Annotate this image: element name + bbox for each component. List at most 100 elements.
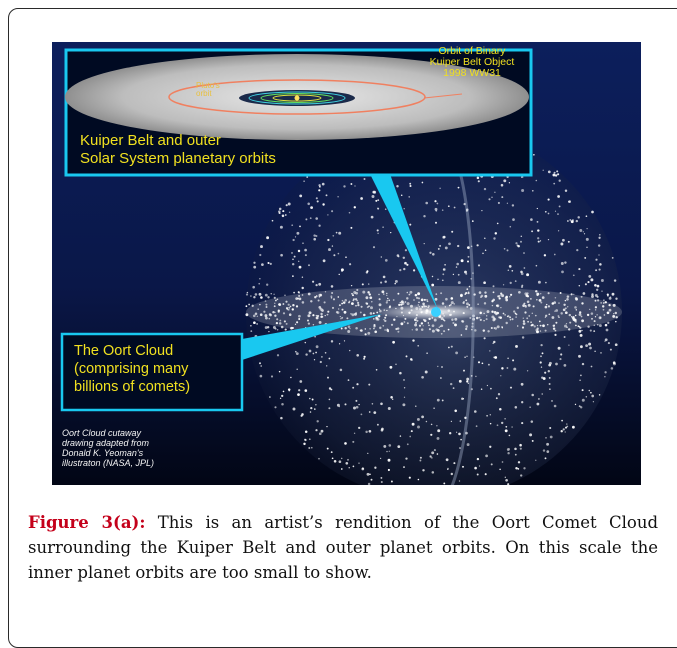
comet-dot [453,462,456,465]
comet-dot [566,295,570,298]
comet-dot [509,319,512,321]
comet-dot [373,190,377,194]
comet-dot [293,255,296,258]
figure-caption: Figure 3(a): This is an artist’s renditi… [28,510,658,585]
comet-dot [412,339,415,342]
comet-dot [390,323,394,326]
comet-dot [567,328,571,331]
comet-dot [315,404,317,406]
comet-dot [540,366,543,368]
comet-dot [406,291,409,294]
comet-dot [383,444,387,448]
comet-dot [584,283,587,286]
comet-dot [405,457,408,460]
comet-dot [477,361,481,364]
comet-dot [577,216,580,219]
comet-dot [291,262,295,266]
comet-dot [595,258,598,261]
comet-dot [565,426,567,429]
comet-dot [443,482,446,485]
comet-dot [531,439,534,442]
comet-dot [501,367,504,370]
comet-dot [321,182,325,186]
comet-dot [360,329,363,332]
comet-dot [545,281,547,284]
comet-dot [384,316,387,319]
comet-dot [588,275,592,278]
comet-dot [293,291,295,294]
comet-dot [402,403,406,407]
comet-dot [544,371,547,374]
comet-dot [261,263,264,266]
comet-dot [338,231,342,235]
comet-dot [356,383,359,386]
comet-dot [562,308,566,312]
comet-dot [517,461,521,464]
comet-dot [466,355,468,358]
comet-dot [354,298,358,301]
comet-dot [451,230,454,233]
comet-dot [505,295,508,298]
comet-dot [316,420,319,423]
comet-dot [357,304,360,307]
comet-dot [315,316,319,320]
comet-dot [522,317,524,319]
comet-dot [278,322,282,325]
comet-dot [253,265,257,269]
comet-dot [278,207,282,211]
comet-dot [554,329,557,332]
comet-dot [615,297,618,300]
comet-dot [596,299,600,302]
comet-dot [560,242,564,246]
comet-dot [440,292,443,295]
comet-dot [344,442,347,445]
comet-dot [537,229,540,232]
comet-dot [585,344,589,348]
comet-dot [273,293,275,295]
comet-dot [507,483,510,485]
comet-dot [546,442,550,446]
comet-dot [431,451,435,455]
comet-dot [491,304,494,307]
comet-dot [351,313,355,317]
comet-dot [602,302,605,304]
comet-dot [560,430,563,433]
comet-dot [482,252,484,255]
comet-dot [565,323,568,325]
comet-dot [595,309,597,311]
comet-dot [341,308,344,311]
comet-dot [560,312,563,315]
comet-dot [287,202,291,206]
comet-dot [589,308,591,311]
comet-dot [292,275,294,277]
comet-dot [557,195,560,198]
comet-dot [413,299,415,301]
comet-dot [501,294,505,298]
figure-caption-text: This is an artist’s rendition of the Oor… [28,513,659,582]
comet-dot [397,330,400,333]
comet-dot [579,379,581,382]
comet-dot [337,296,340,298]
comet-dot [305,218,308,221]
comet-dot [273,296,276,299]
comet-dot [326,365,328,367]
comet-dot [333,254,336,257]
comet-dot [266,236,270,240]
comet-dot [472,317,476,321]
comet-dot [416,417,420,421]
comet-dot [579,326,582,329]
comet-dot [403,466,405,469]
oort-caption-1: The Oort Cloud [74,343,173,359]
comet-dot [251,304,254,307]
comet-dot [464,270,467,274]
comet-dot [282,303,285,305]
comet-dot [295,305,299,308]
comet-dot [564,311,568,315]
comet-dot [288,306,291,309]
comet-dot [578,268,581,271]
comet-dot [307,292,311,296]
comet-dot [330,295,333,298]
comet-dot [275,321,279,325]
comet-dot [418,297,420,300]
comet-dot [594,299,597,302]
